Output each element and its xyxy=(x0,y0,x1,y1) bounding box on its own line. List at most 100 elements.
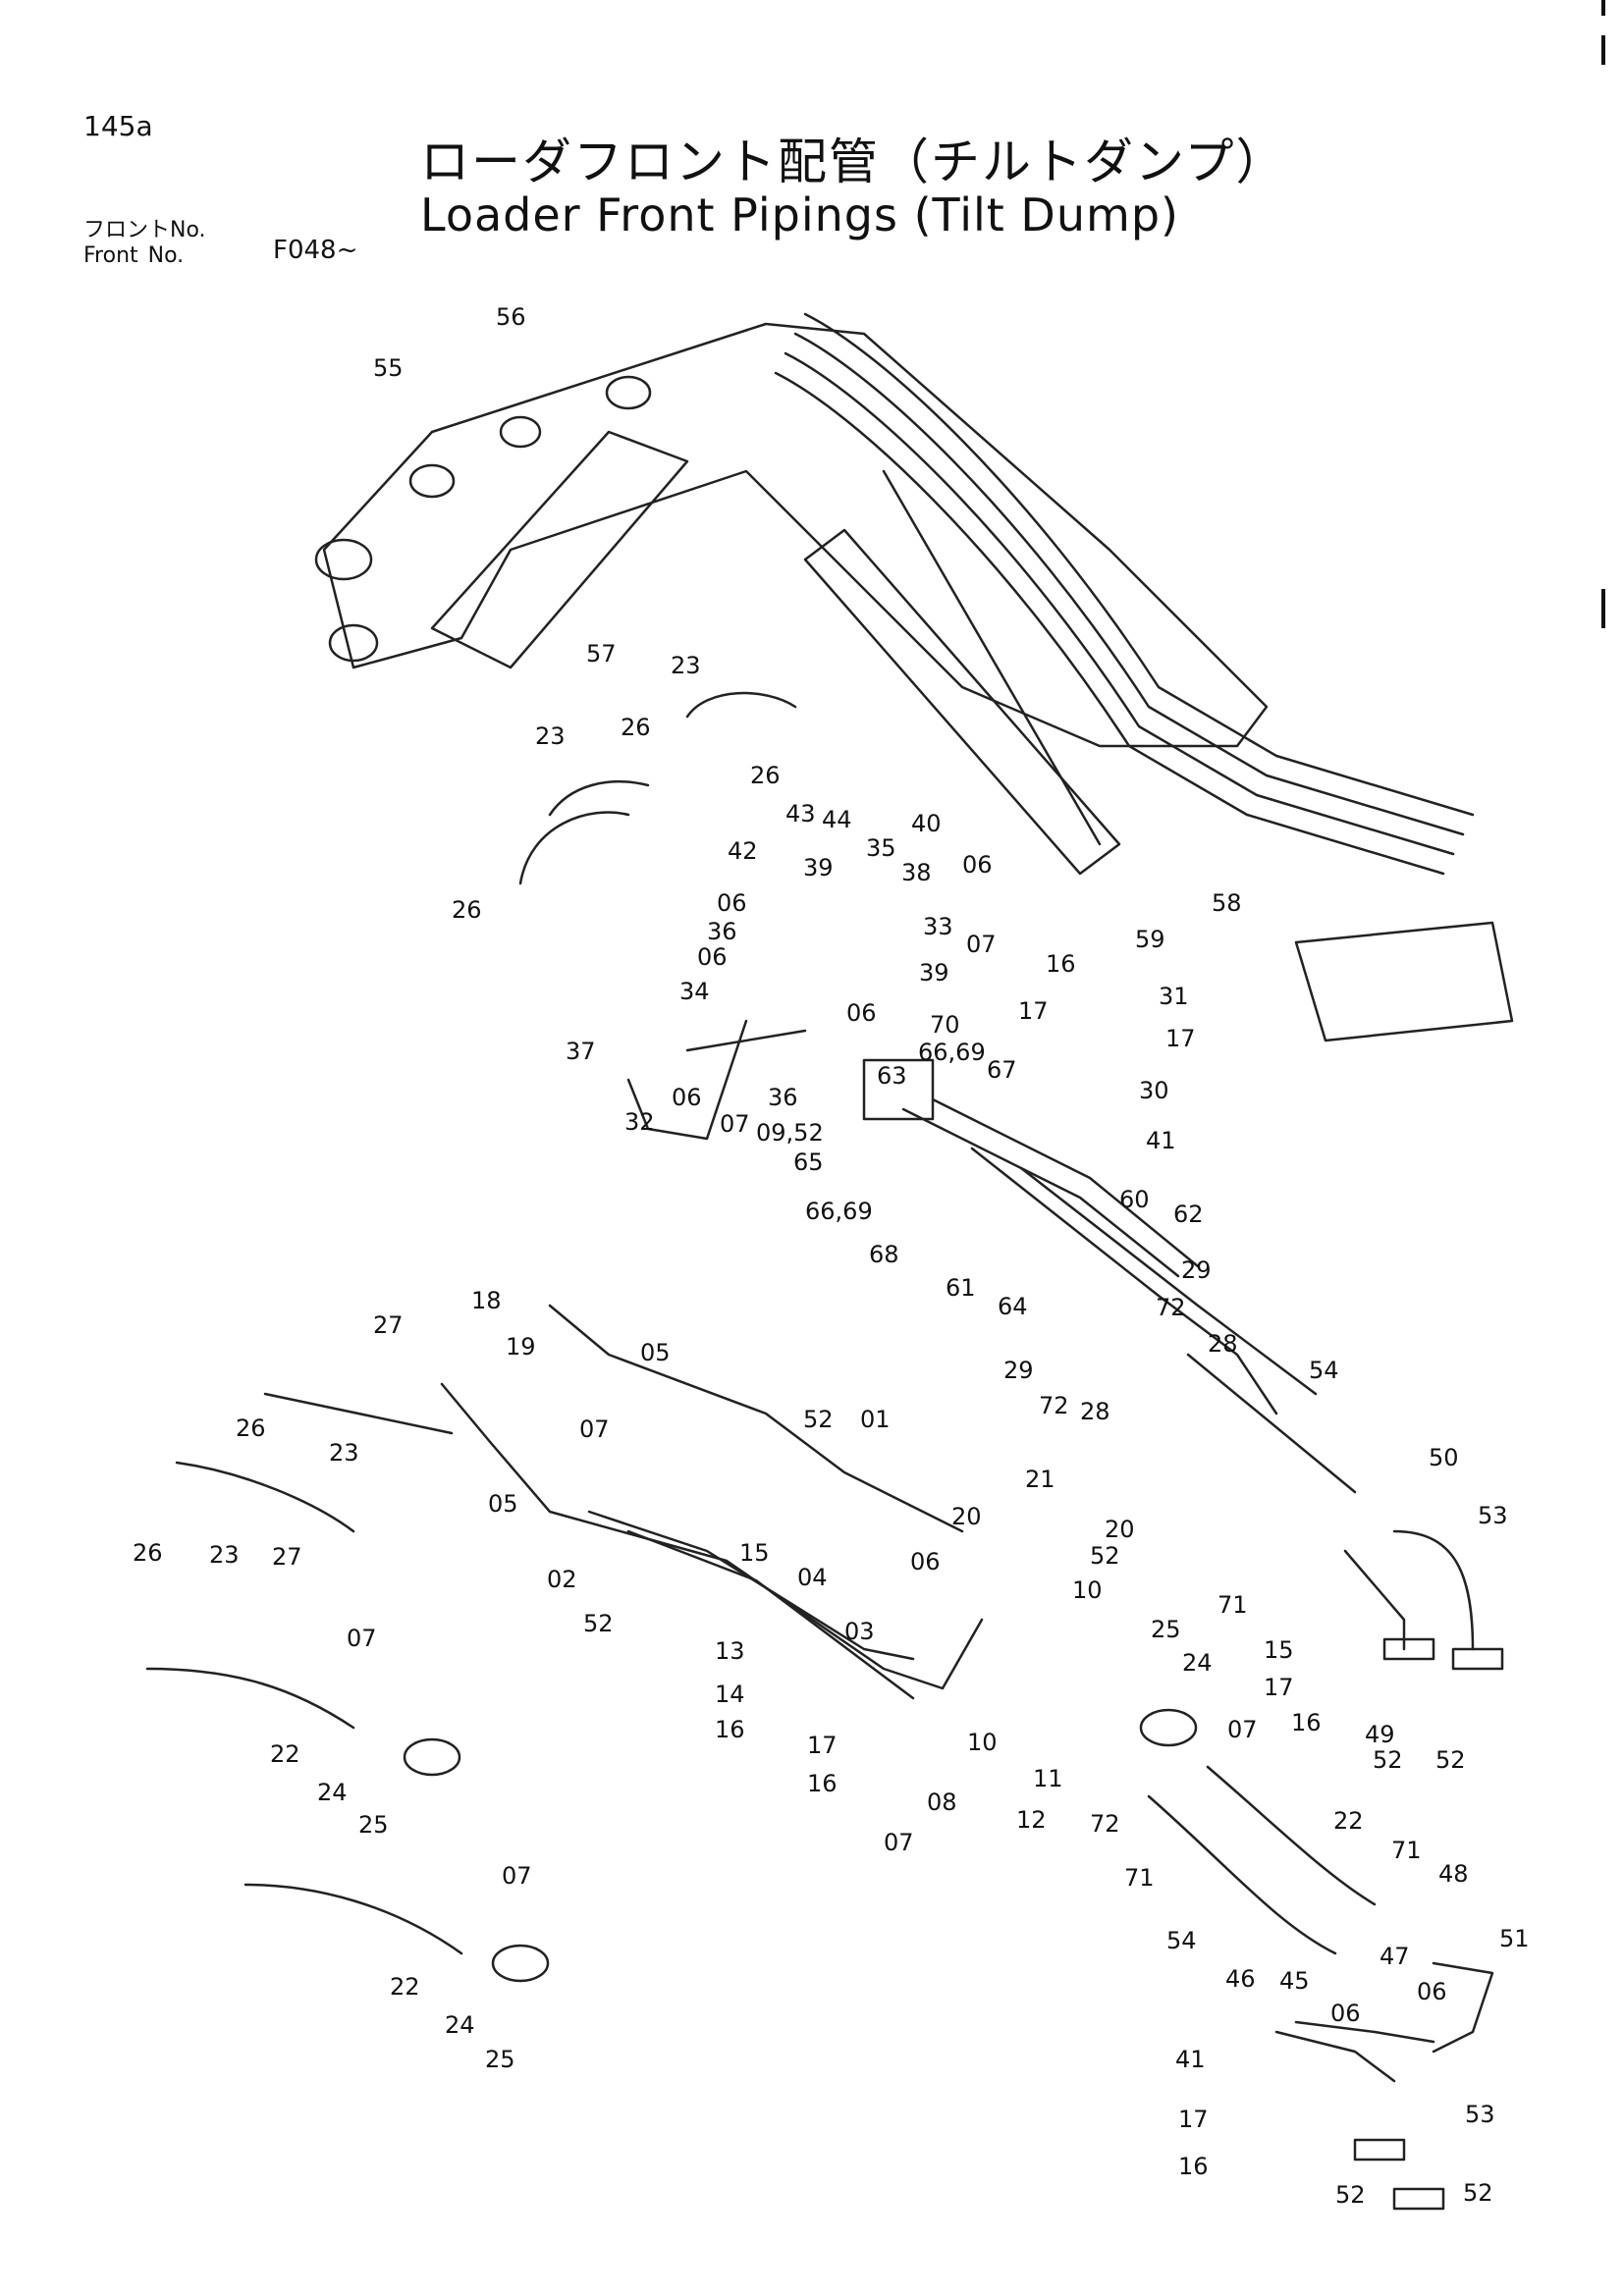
callout-label: 52 xyxy=(1435,1746,1466,1774)
callout-label: 07 xyxy=(720,1110,750,1138)
callout-label: 06 xyxy=(672,1084,702,1111)
callout-label: 16 xyxy=(1178,2153,1209,2180)
callout-label: 02 xyxy=(547,1566,577,1593)
clamp-plate xyxy=(1451,1647,1504,1671)
callout-label: 27 xyxy=(373,1311,404,1339)
callout-label: 06 xyxy=(717,889,747,917)
hose xyxy=(263,1392,454,1435)
pipe xyxy=(931,1097,1200,1268)
callout-label: 04 xyxy=(797,1564,828,1591)
hose xyxy=(685,691,797,719)
callout-label: 39 xyxy=(919,959,949,987)
control-valve xyxy=(1294,921,1514,1042)
title-japanese: ローダフロント配管（チルトダンプ） xyxy=(420,133,1287,190)
flange xyxy=(1139,1708,1198,1747)
pipe xyxy=(626,1019,748,1141)
callout-label: 41 xyxy=(1175,2046,1206,2073)
callout-label: 60 xyxy=(1119,1186,1150,1213)
callout-label: 55 xyxy=(373,354,404,382)
callout-label: 70 xyxy=(930,1011,960,1039)
pipe-bundle xyxy=(784,351,1455,856)
callout-label: 38 xyxy=(901,859,932,886)
callout-label: 56 xyxy=(496,303,526,331)
callout-label: 62 xyxy=(1173,1201,1204,1228)
callout-label: 09,52 xyxy=(756,1119,824,1147)
callout-label: 72 xyxy=(1039,1392,1069,1419)
callout-label: 21 xyxy=(1025,1466,1055,1493)
pipe xyxy=(970,1147,1278,1415)
callout-label: 72 xyxy=(1090,1810,1120,1838)
callout-label: 12 xyxy=(1016,1806,1047,1834)
pin-boss xyxy=(605,375,652,410)
front-no-en-1: Front xyxy=(83,243,138,268)
callout-label: 30 xyxy=(1139,1077,1169,1104)
callout-label: 40 xyxy=(911,810,942,837)
pipe xyxy=(587,1510,915,1661)
callout-label: 01 xyxy=(860,1406,891,1433)
callout-label: 26 xyxy=(452,896,482,924)
callout-label: 52 xyxy=(1463,2179,1493,2207)
callout-label: 57 xyxy=(586,640,617,667)
pipe xyxy=(1343,1549,1406,1651)
pipe xyxy=(1432,1961,1494,2054)
callout-label: 52 xyxy=(1335,2181,1366,2209)
hose xyxy=(175,1461,355,1533)
callout-label: 18 xyxy=(471,1287,502,1314)
pipe xyxy=(626,1529,915,1700)
callout-label: 59 xyxy=(1135,926,1165,953)
callout-label: 16 xyxy=(715,1716,745,1743)
callout-label: 17 xyxy=(1264,1674,1294,1701)
callout-label: 06 xyxy=(910,1548,941,1575)
callout-label: 17 xyxy=(1018,997,1049,1025)
callout-label: 66,69 xyxy=(918,1039,986,1066)
callout-label: 17 xyxy=(807,1732,838,1759)
callout-label: 15 xyxy=(739,1539,770,1567)
callout-label: 37 xyxy=(566,1038,596,1065)
callout-label: 07 xyxy=(884,1829,914,1856)
hose xyxy=(243,1883,463,1955)
pipe xyxy=(1392,1529,1475,1651)
callout-label: 25 xyxy=(1151,1616,1181,1643)
pin-boss xyxy=(408,463,456,499)
callout-label: 32 xyxy=(624,1108,655,1136)
callout-label: 42 xyxy=(728,837,758,865)
callout-label: 52 xyxy=(583,1610,614,1637)
callout-label: 71 xyxy=(1124,1864,1155,1892)
callout-label: 22 xyxy=(390,1973,420,2001)
callout-label: 13 xyxy=(715,1637,745,1665)
pin-boss xyxy=(499,415,542,449)
page-number: 145a xyxy=(83,110,153,142)
callout-label: 03 xyxy=(844,1618,875,1645)
callout-label: 27 xyxy=(272,1543,302,1571)
edge-mark xyxy=(1601,35,1605,65)
callout-label: 33 xyxy=(923,913,953,940)
pipe xyxy=(440,1382,984,1690)
callout-label: 16 xyxy=(807,1770,838,1797)
callout-label: 20 xyxy=(951,1503,982,1530)
hose xyxy=(1186,1353,1357,1494)
callout-label: 41 xyxy=(1146,1127,1176,1154)
callout-label: 36 xyxy=(768,1084,798,1111)
callout-label: 49 xyxy=(1365,1721,1395,1748)
callout-label: 24 xyxy=(1182,1649,1213,1677)
callout-label: 05 xyxy=(488,1490,518,1518)
callout-label: 50 xyxy=(1429,1444,1459,1471)
hose xyxy=(518,811,630,885)
title-english: Loader Front Pipings (Tilt Dump) xyxy=(420,188,1179,241)
hose xyxy=(1147,1794,1337,1955)
callout-label: 23 xyxy=(671,652,701,679)
callout-label: 06 xyxy=(846,999,877,1027)
callout-label: 11 xyxy=(1033,1765,1063,1792)
boom-cross-tube xyxy=(430,430,689,669)
flange xyxy=(403,1737,461,1777)
callout-label: 52 xyxy=(803,1406,834,1433)
callout-label: 07 xyxy=(1227,1716,1258,1743)
callout-label: 35 xyxy=(866,834,896,862)
callout-label: 72 xyxy=(1156,1294,1186,1321)
callout-label: 07 xyxy=(502,1862,532,1890)
pin-boss xyxy=(314,538,373,581)
callout-label: 71 xyxy=(1391,1837,1422,1864)
callout-label: 10 xyxy=(967,1729,998,1756)
pipe-bundle xyxy=(774,371,1445,876)
